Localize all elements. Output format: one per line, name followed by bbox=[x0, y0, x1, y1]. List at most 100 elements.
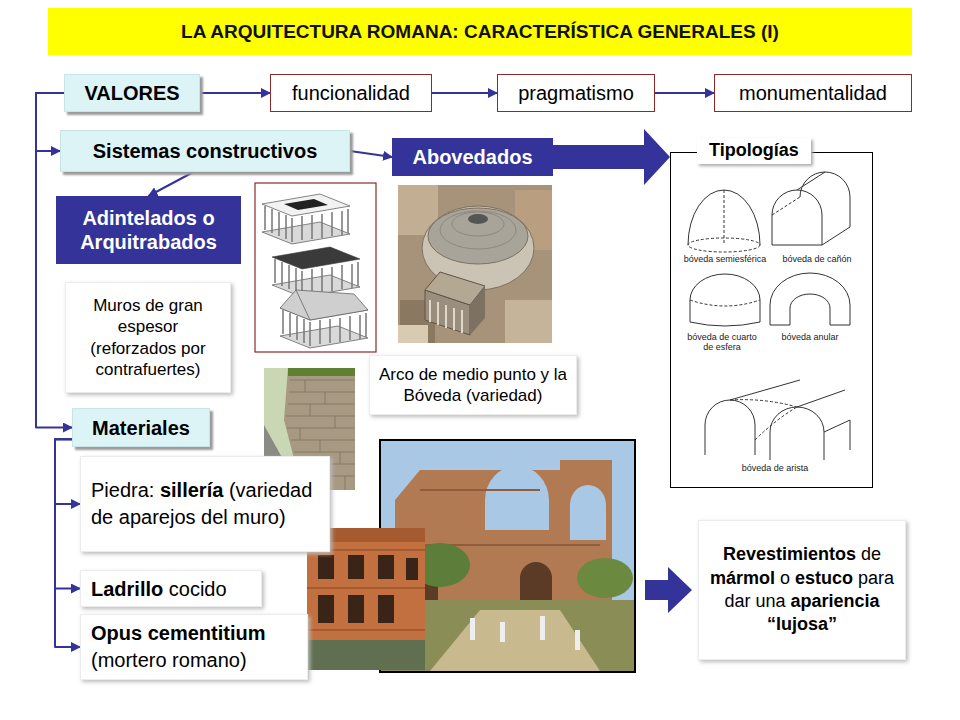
connector-arrow bbox=[655, 92, 714, 94]
text-run: VALORES bbox=[84, 82, 179, 104]
forum-photo bbox=[577, 558, 633, 598]
node-text: Ladrillo cocido bbox=[91, 577, 227, 601]
temple-figure bbox=[280, 290, 368, 320]
note-box: Muros de gran espesor (reforzados por co… bbox=[65, 282, 231, 393]
node-text: Materiales bbox=[92, 416, 190, 440]
text-run: Arco de medio punto y la Bóveda (varieda… bbox=[379, 365, 567, 405]
connector-arrow bbox=[55, 439, 80, 588]
forum-photo bbox=[575, 630, 580, 650]
node-text: Arco de medio punto y la Bóveda (varieda… bbox=[378, 364, 568, 407]
brick-photo bbox=[348, 555, 364, 579]
forum-photo bbox=[430, 610, 600, 671]
vault-drawings bbox=[770, 407, 824, 460]
vault-drawings bbox=[705, 400, 755, 455]
vault-drawings bbox=[730, 400, 797, 440]
block-arrow bbox=[553, 129, 670, 185]
forum-photo bbox=[500, 622, 505, 642]
typology-frame: Tipologías bbox=[670, 152, 873, 488]
temple-figure bbox=[255, 183, 376, 352]
connector-arrow bbox=[432, 92, 497, 94]
title-band: LA ARQUITECTURA ROMANA: CARACTERÍSTICA G… bbox=[48, 8, 912, 55]
vault-drawings bbox=[772, 190, 822, 245]
node-text: Opus cementitium (mortero romano) bbox=[91, 620, 297, 674]
text-run: sillería bbox=[160, 479, 223, 501]
vault-label: bóveda semiesférica bbox=[680, 254, 770, 264]
brick-photo bbox=[318, 555, 334, 579]
vault-drawings bbox=[724, 190, 725, 245]
text-run: Opus cementitium bbox=[91, 622, 265, 644]
node-text: pragmatismo bbox=[518, 81, 634, 105]
connector-arrow bbox=[55, 439, 80, 504]
value-box: monumentalidad bbox=[714, 74, 912, 112]
vault-drawings bbox=[800, 172, 850, 227]
pantheon-photo bbox=[428, 208, 528, 264]
forum-photo bbox=[520, 562, 552, 600]
node-text: Abovedados bbox=[412, 145, 532, 169]
text-run: funcionalidad bbox=[292, 82, 410, 104]
connector-arrow bbox=[55, 439, 80, 647]
pantheon-photo bbox=[470, 286, 485, 335]
vault-drawings bbox=[770, 273, 850, 325]
text-run: Muros de gran espesor (reforzados por co… bbox=[90, 296, 205, 379]
temple-figure bbox=[284, 199, 328, 210]
node-text: Adintelados o Arquitrabados bbox=[64, 206, 233, 254]
text-run: o bbox=[775, 568, 795, 588]
text-run: Abovedados bbox=[412, 146, 532, 168]
vault-label: bóveda anular bbox=[768, 332, 852, 342]
node-text: VALORES bbox=[84, 81, 179, 105]
node-text: Sistemas constructivos bbox=[93, 139, 318, 163]
vault-drawings bbox=[688, 190, 760, 245]
vault-drawings bbox=[690, 300, 760, 306]
block-arrow bbox=[645, 567, 692, 613]
text-run: pragmatismo bbox=[518, 82, 634, 104]
brick-photo bbox=[406, 558, 418, 580]
vault-drawings bbox=[772, 197, 800, 215]
forum-photo bbox=[410, 490, 600, 545]
vault-drawings bbox=[770, 325, 850, 326]
brick-photo bbox=[307, 550, 425, 630]
connector-arrow bbox=[200, 92, 270, 94]
vault-drawings bbox=[690, 274, 760, 322]
text-run: de bbox=[856, 544, 881, 564]
temple-figure bbox=[262, 194, 350, 244]
node-text: Muros de gran espesor (reforzados por co… bbox=[74, 295, 222, 380]
brick-photo bbox=[318, 595, 334, 623]
vault-label: bóveda de cuarto de esfera bbox=[684, 332, 760, 353]
pantheon-photo bbox=[452, 212, 504, 236]
pantheon-photo bbox=[398, 325, 428, 343]
finish-box: Revestimientos de mármol o estuco para d… bbox=[698, 520, 906, 660]
vault-drawings bbox=[797, 172, 850, 245]
frame-heading: Tipologías bbox=[697, 138, 811, 164]
text-run: cocido bbox=[163, 578, 226, 600]
brick-photo bbox=[348, 595, 364, 623]
material-box: Ladrillo cocido bbox=[80, 570, 262, 607]
note-box: Arco de medio punto y la Bóveda (varieda… bbox=[369, 355, 577, 415]
system-box: Adintelados o Arquitrabados bbox=[56, 196, 241, 264]
category-box: Materiales bbox=[72, 408, 210, 447]
vault-label: bóveda de cañón bbox=[772, 254, 862, 264]
vault-drawings bbox=[688, 172, 850, 460]
vault-drawings bbox=[730, 380, 850, 450]
text-run: Ladrillo bbox=[91, 578, 163, 600]
node-text: Piedra: sillería (variedad de aparejos d… bbox=[91, 477, 319, 531]
pantheon-photo bbox=[440, 211, 516, 249]
text-run: monumentalidad bbox=[739, 82, 887, 104]
text-run: mármol bbox=[710, 568, 775, 588]
brick-photo bbox=[378, 555, 394, 579]
text-run: Revestimientos bbox=[723, 544, 856, 564]
text-run: Sistemas constructivos bbox=[93, 140, 318, 162]
text-run: apariencia bbox=[791, 591, 880, 611]
brick-photo bbox=[307, 640, 425, 670]
forum-photo bbox=[570, 485, 606, 540]
text-run: Materiales bbox=[92, 417, 190, 439]
node-text: monumentalidad bbox=[739, 81, 887, 105]
temple-figure bbox=[255, 183, 376, 352]
text-run: estuco bbox=[795, 568, 853, 588]
text-run: (mortero romano) bbox=[91, 649, 247, 671]
material-box: Opus cementitium (mortero romano) bbox=[80, 614, 308, 680]
brick-photo bbox=[378, 595, 394, 623]
pantheon-photo bbox=[398, 185, 552, 343]
vault-drawings bbox=[790, 294, 830, 325]
forum-photo bbox=[470, 618, 475, 640]
